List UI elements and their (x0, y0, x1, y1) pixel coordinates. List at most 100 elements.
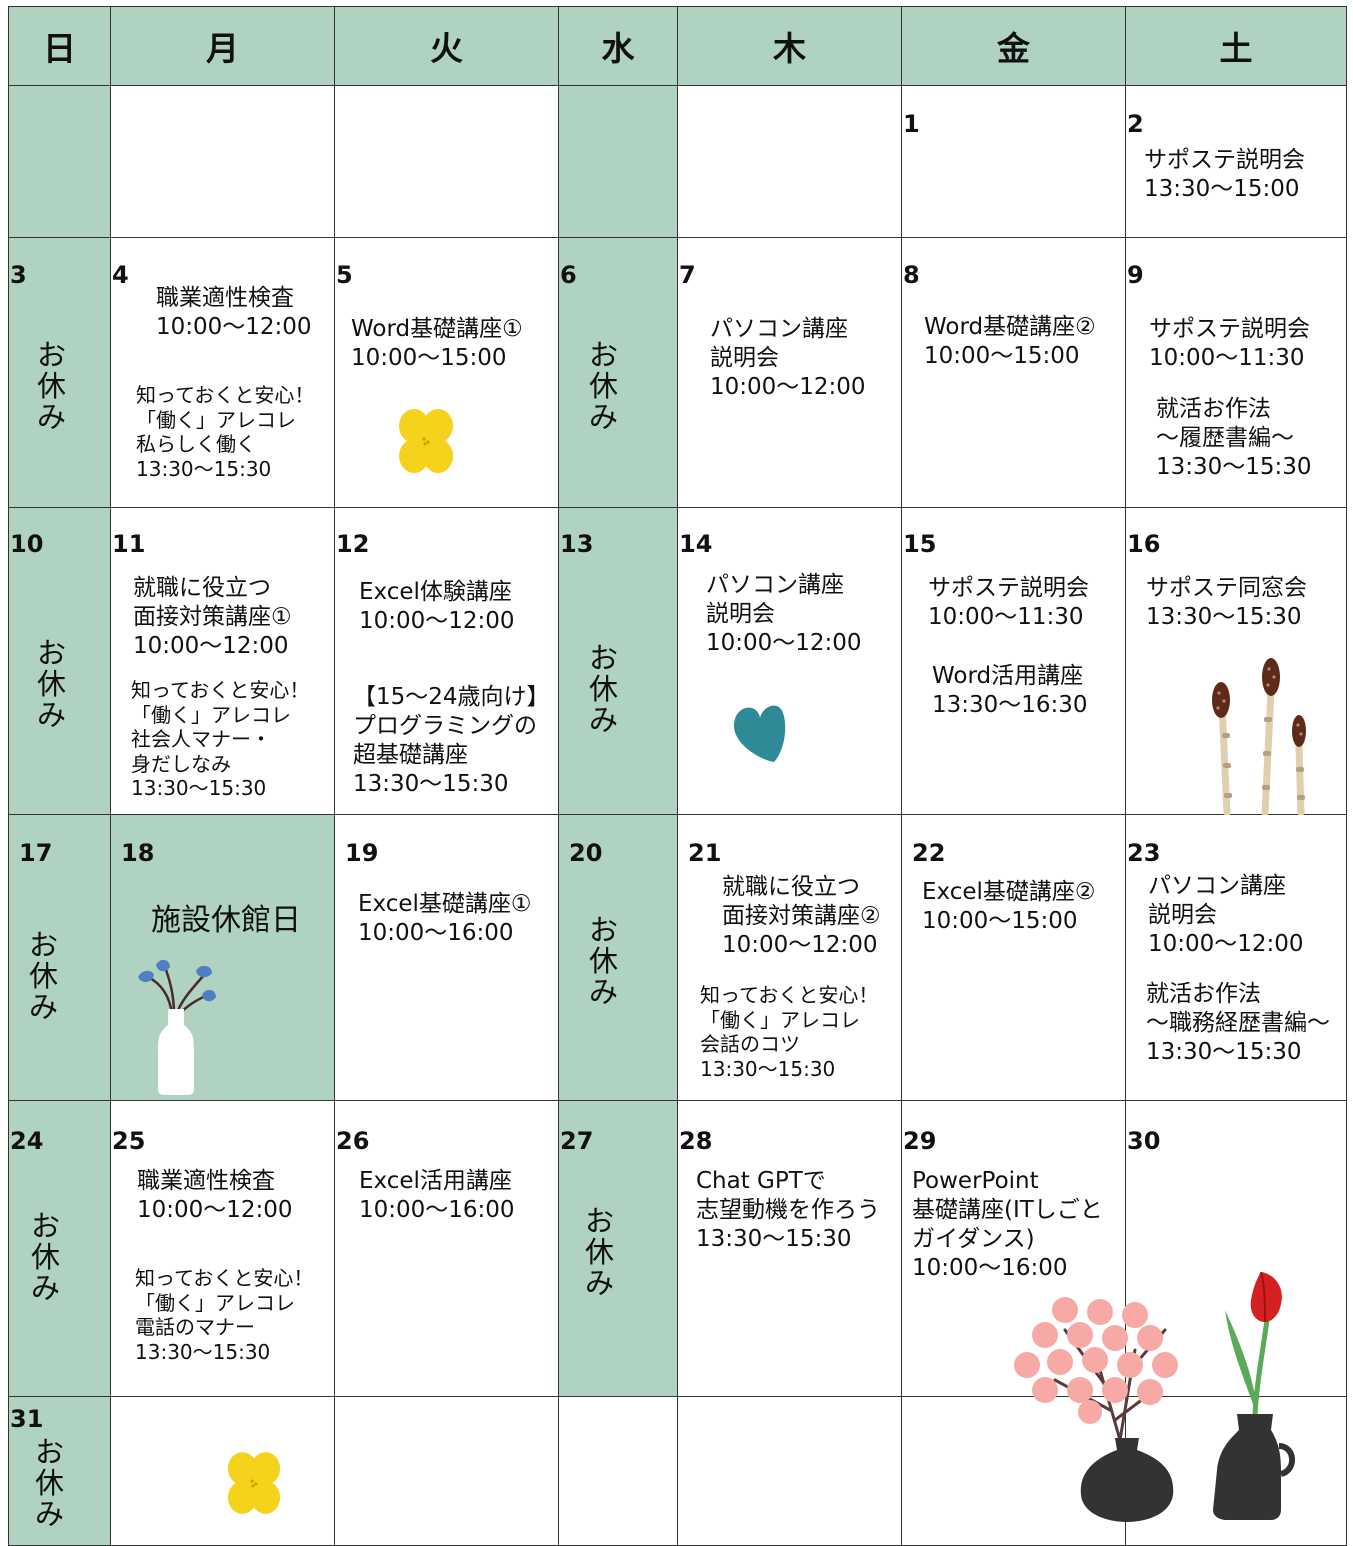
day-cell-27: 27 お 休 み (558, 1100, 678, 1397)
header-wed: 水 (558, 6, 678, 86)
day-cell-28: 28 Chat GPTで 志望動機を作ろう 13:30〜15:30 (677, 1100, 902, 1397)
event-text: 知っておくと安心！ 「働く」アレコレ 社会人マナー・ 身だしなみ 13:30〜1… (131, 678, 310, 800)
day-cell-11: 11 就職に役立つ 面接対策講座① 10:00〜12:00 知っておくと安心！ … (110, 507, 335, 815)
closed-char: み (589, 400, 619, 434)
event-text: 職業適性検査 10:00〜12:00 (137, 1168, 293, 1223)
event-text: Excel基礎講座② 10:00〜15:00 (922, 879, 1096, 934)
closed-label: お 休 み (589, 340, 618, 433)
day-number: 9 (1127, 261, 1144, 289)
day-number: 2 (1127, 110, 1144, 138)
closed-label: お 休 み (585, 1206, 614, 1299)
day-cell-15: 15 サポステ説明会 10:00〜11:30 Word活用講座 13:30〜16… (901, 507, 1126, 815)
event-text: 職業適性検査 10:00〜12:00 (156, 285, 312, 340)
day-number: 23 (1127, 839, 1161, 867)
closed-char: お (31, 1209, 61, 1243)
tulip-vase-icon (1213, 1271, 1295, 1520)
closed-char: み (37, 400, 67, 434)
day-cell-empty (334, 1396, 559, 1546)
closed-char: 休 (585, 1235, 615, 1269)
closed-char: お (35, 1435, 65, 1469)
day-number: 14 (679, 530, 713, 558)
closed-char: み (589, 703, 619, 737)
event-text: Excel基礎講座① 10:00〜16:00 (358, 891, 532, 946)
closed-char: お (29, 928, 59, 962)
day-number: 8 (903, 261, 920, 289)
weekday-label: 水 (601, 29, 635, 68)
event-text: 知っておくと安心！ 「働く」アレコレ 私らしく働く 13:30〜15:30 (136, 383, 315, 481)
weekday-label: 土 (1219, 29, 1253, 68)
day-cell-12: 12 Excel体験講座 10:00〜12:00 【15〜24歳向け】 プログラ… (334, 507, 559, 815)
weekday-label: 月 (206, 29, 239, 68)
day-cell-8: 8 Word基礎講座② 10:00〜15:00 (901, 237, 1126, 508)
day-number: 5 (336, 261, 353, 289)
day-number: 30 (1127, 1127, 1161, 1155)
event-text: 知っておくと安心！ 「働く」アレコレ 会話のコツ 13:30〜15:30 (700, 983, 879, 1081)
closed-char: み (585, 1266, 615, 1300)
closed-char: 休 (589, 369, 619, 403)
closed-label: お 休 み (37, 638, 66, 731)
day-cell-25: 25 職業適性検査 10:00〜12:00 知っておくと安心！ 「働く」アレコレ… (110, 1100, 335, 1397)
day-cell-24: 24 お 休 み (8, 1100, 111, 1397)
facility-closed-label: 施設休館日 (151, 903, 301, 938)
closed-char: み (29, 990, 59, 1024)
day-cell-empty (8, 85, 111, 238)
day-cell-17: 17 お 休 み (8, 814, 111, 1101)
day-cell-29: 29 PowerPoint 基礎講座(ITしごと ガイダンス) 10:00〜16… (901, 1100, 1126, 1397)
day-number: 26 (336, 1127, 370, 1155)
closed-char: お (589, 641, 619, 675)
day-number: 11 (112, 530, 146, 558)
closed-char: み (37, 698, 67, 732)
header-thu: 木 (677, 6, 902, 86)
day-number: 25 (112, 1127, 146, 1155)
event-text: パソコン講座 説明会 10:00〜12:00 (706, 572, 862, 656)
day-number: 7 (679, 261, 696, 289)
day-number: 12 (336, 530, 370, 558)
closed-char: 休 (37, 667, 67, 701)
day-cell-20: 20 お 休 み (558, 814, 678, 1101)
day-cell-26: 26 Excel活用講座 10:00〜16:00 (334, 1100, 559, 1397)
yellow-flower-icon (227, 1452, 281, 1514)
header-sun: 日 (8, 6, 111, 86)
horsetail-plant-icon (1212, 658, 1306, 815)
day-number: 20 (569, 839, 603, 867)
day-cell-3: 3 お 休 み (8, 237, 111, 508)
event-text: Word基礎講座① 10:00〜15:00 (351, 316, 523, 371)
day-cell-empty (334, 85, 559, 238)
event-text: 就職に役立つ 面接対策講座② 10:00〜12:00 (722, 874, 881, 958)
weekday-label: 木 (773, 29, 806, 68)
day-number: 17 (19, 839, 53, 867)
event-text: サポステ説明会 10:00〜11:30 (928, 575, 1089, 630)
weekday-label: 金 (997, 29, 1030, 68)
closed-char: お (589, 338, 619, 372)
day-cell-13: 13 お 休 み (558, 507, 678, 815)
closed-label: お 休 み (35, 1437, 64, 1530)
event-text: Word活用講座 13:30〜16:30 (932, 663, 1088, 718)
event-text: パソコン講座 説明会 10:00〜12:00 (1148, 873, 1304, 957)
day-cell-empty (677, 85, 902, 238)
day-cell-1: 1 (901, 85, 1126, 238)
day-cell-21: 21 就職に役立つ 面接対策講座② 10:00〜12:00 知っておくと安心！ … (677, 814, 902, 1101)
header-sat: 土 (1125, 6, 1347, 86)
event-text: パソコン講座 説明会 10:00〜12:00 (710, 316, 866, 400)
header-mon: 月 (110, 6, 335, 86)
header-fri: 金 (901, 6, 1126, 86)
closed-char: 休 (31, 1240, 61, 1274)
closed-label: お 休 み (31, 1211, 60, 1304)
event-text: サポステ説明会 10:00〜11:30 (1149, 316, 1310, 371)
day-number: 22 (912, 839, 946, 867)
day-number: 3 (10, 261, 27, 289)
header-tue: 火 (334, 6, 559, 86)
closed-char: 休 (29, 959, 59, 993)
weekday-label: 火 (430, 29, 463, 68)
closed-char: み (589, 975, 619, 1009)
day-number: 1 (903, 110, 920, 138)
day-cell-22: 22 Excel基礎講座② 10:00〜15:00 (901, 814, 1126, 1101)
event-text: サポステ同窓会 13:30〜15:30 (1146, 575, 1307, 630)
closed-label: お 休 み (29, 930, 58, 1023)
day-cell-empty (558, 85, 678, 238)
closed-char: 休 (589, 672, 619, 706)
event-text: 就活お作法 〜職務経歴書編〜 13:30〜15:30 (1146, 981, 1330, 1065)
day-cell-16: 16 サポステ同窓会 13:30〜15:30 (1125, 507, 1347, 815)
closed-char: 休 (35, 1466, 65, 1500)
event-text: Excel体験講座 10:00〜12:00 (359, 579, 515, 634)
